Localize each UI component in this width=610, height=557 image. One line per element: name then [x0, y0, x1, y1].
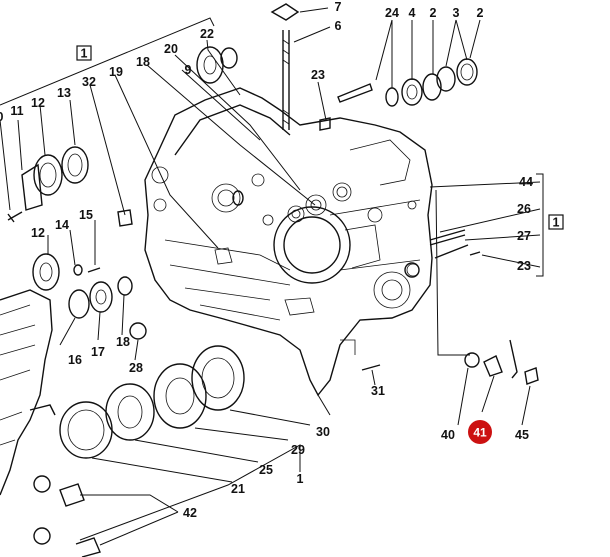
leader-lines: [0, 7, 541, 546]
label-12a: 12: [31, 96, 45, 110]
label-26: 26: [517, 202, 531, 216]
label-17: 17: [91, 345, 105, 359]
label-19: 19: [109, 65, 123, 79]
label-44: 44: [519, 175, 533, 189]
label-9: 9: [185, 63, 192, 77]
label-32: 32: [82, 75, 96, 89]
label-41: 41: [473, 426, 487, 440]
gearbox-fragment: [0, 289, 56, 496]
label-40: 40: [441, 428, 455, 442]
label-18a: 18: [136, 55, 150, 69]
highlight-callout-41: 41: [468, 420, 492, 444]
label-13: 13: [57, 86, 71, 100]
label-27: 27: [517, 229, 531, 243]
label-4: 4: [409, 6, 416, 20]
stud-6: [270, 3, 300, 130]
label-23a: 23: [311, 68, 325, 82]
label-30: 30: [316, 425, 330, 439]
small-parts-right: [464, 339, 539, 385]
label-2b: 2: [477, 6, 484, 20]
label-29: 29: [291, 443, 305, 457]
label-28: 28: [129, 361, 143, 375]
label-16: 16: [68, 353, 82, 367]
right-bearings-group: [337, 58, 478, 107]
box-label-right: 1: [553, 216, 560, 230]
label-22: 22: [200, 27, 214, 41]
label-15: 15: [79, 208, 93, 222]
label-45: 45: [515, 428, 529, 442]
label-6: 6: [335, 19, 342, 33]
label-21: 21: [231, 482, 245, 496]
label-14: 14: [55, 218, 69, 232]
label-23b: 23: [517, 259, 531, 273]
label-7: 7: [335, 0, 342, 14]
box-label-top: 1: [81, 47, 88, 61]
label-11: 11: [10, 104, 23, 118]
label-42: 42: [183, 506, 197, 520]
assembly-bracket-right: 1: [536, 173, 564, 277]
large-bearings-group: [59, 345, 245, 459]
label-2a: 2: [430, 6, 437, 20]
left-bearings-group: [7, 46, 481, 371]
label-20: 20: [164, 42, 178, 56]
label-12b: 12: [31, 226, 45, 240]
drain-plugs-42: [33, 475, 101, 557]
label-31: 31: [371, 384, 385, 398]
highlight-badge: [468, 420, 492, 444]
label-0: 0: [0, 110, 4, 124]
label-3: 3: [453, 6, 460, 20]
crankcase-half: [144, 87, 433, 397]
label-24: 24: [385, 6, 399, 20]
callout-labels: 7 6 24 4 2 3 2 22 20 9 18 19 32 13 12 11…: [0, 0, 533, 520]
assembly-bracket-top: 1: [0, 17, 215, 106]
label-1: 1: [297, 472, 304, 486]
label-18b: 18: [116, 335, 130, 349]
label-25: 25: [259, 463, 273, 477]
